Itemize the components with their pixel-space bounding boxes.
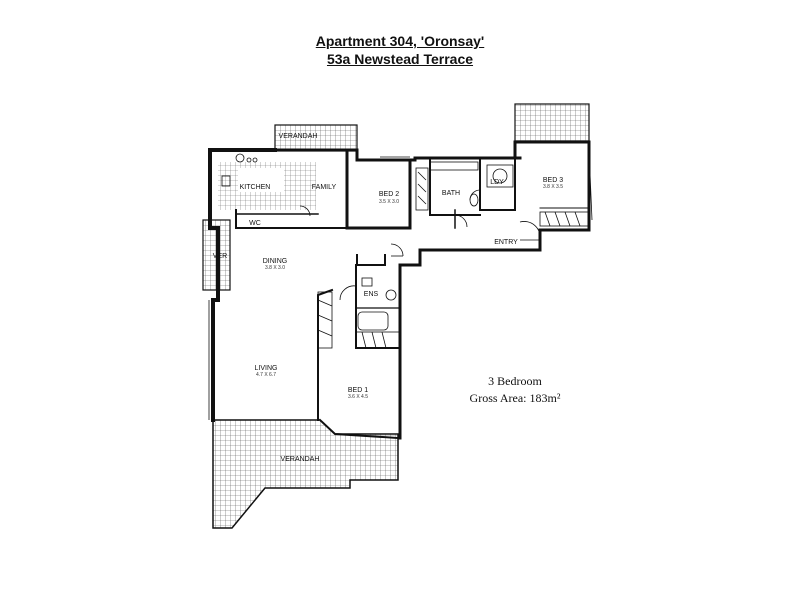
label-wc: WC bbox=[249, 220, 261, 227]
size-bed1: 3.6 X 4.5 bbox=[348, 394, 368, 400]
wardrobe-bed3 bbox=[539, 211, 590, 227]
title-block: Apartment 304, 'Oronsay' 53a Newstead Te… bbox=[0, 32, 800, 68]
wardrobe-bed1 bbox=[317, 291, 401, 349]
size-living: 4.7 X 6.7 bbox=[256, 372, 276, 378]
doors bbox=[299, 189, 541, 301]
label-ldy: LDY bbox=[490, 179, 504, 186]
size-bed3: 3.8 X 3.5 bbox=[543, 184, 563, 190]
gross-area: Gross Area: 183m² bbox=[440, 390, 590, 407]
size-bed2: 3.5 X 3.0 bbox=[379, 199, 399, 205]
label-bath: BATH bbox=[442, 190, 460, 197]
bath-fixtures bbox=[221, 153, 514, 331]
gross-area-value: 183m² bbox=[529, 391, 561, 405]
label-living: LIVING bbox=[255, 365, 278, 372]
label-kitchen: KITCHEN bbox=[240, 184, 271, 191]
address-title: 53a Newstead Terrace bbox=[326, 51, 474, 67]
label-family: FAMILY bbox=[312, 184, 337, 191]
gross-area-label: Gross Area: bbox=[469, 391, 527, 405]
verandah-bed3-area bbox=[514, 103, 590, 143]
kitchen-floor bbox=[218, 162, 316, 210]
label-entry: ENTRY bbox=[494, 239, 518, 246]
label-ens: ENS bbox=[364, 291, 379, 298]
windows bbox=[208, 149, 593, 420]
info-block: 3 Bedroom Gross Area: 183m² bbox=[440, 373, 590, 407]
label-verandah-bottom: VERANDAH bbox=[281, 456, 320, 463]
label-verandah-top: VERANDAH bbox=[279, 133, 318, 140]
label-ver: VER bbox=[213, 253, 227, 260]
bedroom-count: 3 Bedroom bbox=[488, 374, 542, 388]
label-dining: DINING bbox=[263, 258, 288, 265]
verandah-top-area bbox=[274, 124, 358, 152]
apartment-title: Apartment 304, 'Oronsay' bbox=[315, 33, 485, 49]
label-bed2: BED 2 bbox=[379, 191, 399, 198]
label-bed1: BED 1 bbox=[348, 387, 368, 394]
size-dining: 3.8 X 3.0 bbox=[265, 265, 285, 271]
label-bed3: BED 3 bbox=[543, 177, 563, 184]
